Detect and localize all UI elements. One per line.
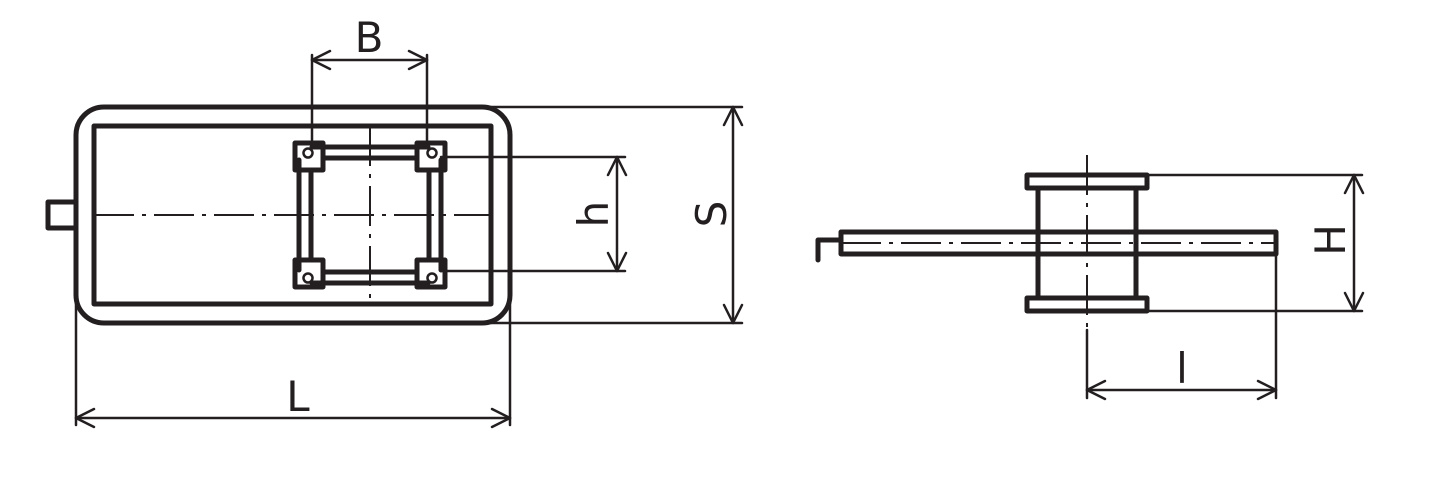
- corner-pad-br: [414, 257, 448, 290]
- dimension-l: l: [1085, 252, 1278, 401]
- label-B: B: [355, 13, 384, 62]
- dimension-H: H: [1145, 173, 1365, 313]
- dimension-B: B: [310, 13, 429, 142]
- dimension-S: S: [478, 105, 744, 325]
- top-view: B h S L: [45, 13, 744, 429]
- corner-pad-tl: [292, 140, 326, 173]
- bolt-hole-tr: [426, 147, 438, 159]
- side-view: H l: [815, 155, 1365, 401]
- handle-hook: [815, 237, 844, 263]
- left-stub: [45, 199, 79, 231]
- label-h: h: [569, 201, 618, 228]
- label-H: H: [1306, 224, 1355, 256]
- label-L: L: [286, 372, 310, 421]
- corner-pad-bl: [292, 257, 326, 290]
- dimension-L: L: [74, 298, 512, 429]
- label-S: S: [687, 201, 736, 228]
- dimension-h: h: [439, 155, 628, 273]
- flange-frame: [292, 140, 448, 290]
- bolt-hole-tl: [302, 147, 314, 159]
- bolt-hole-bl: [302, 272, 314, 284]
- bolt-hole-br: [426, 272, 438, 284]
- label-l: l: [1176, 344, 1188, 393]
